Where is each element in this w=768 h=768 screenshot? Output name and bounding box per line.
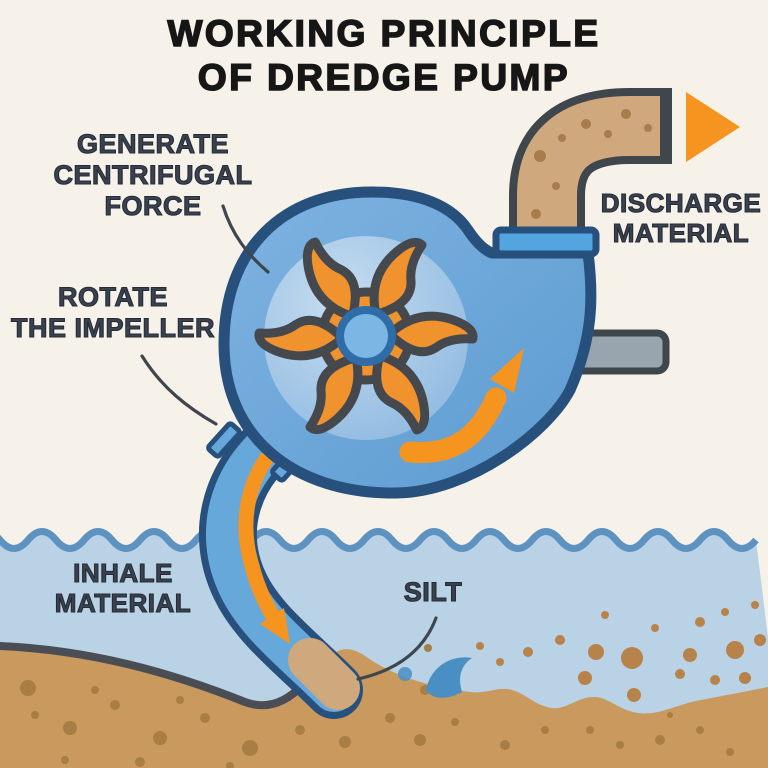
water-surface [0, 528, 759, 552]
discharge-pipe-silt-dots [531, 109, 652, 219]
leader-lines [140, 204, 438, 681]
suction-pipe-buried-tip [288, 638, 360, 710]
callout-line: SILT [403, 576, 463, 607]
discharge-flange [492, 226, 600, 258]
callout-line: INHALE [73, 557, 173, 588]
leader-rotate [140, 354, 218, 426]
callout-rotate-the-impeller: ROTATE THE IMPELLER [2, 281, 224, 344]
sand-dots [20, 644, 734, 768]
callout-silt: SILT [373, 576, 493, 608]
seabed-outline [0, 642, 318, 710]
internal-flow-arrow [399, 348, 524, 464]
callout-line: MATERIAL [54, 587, 192, 618]
callout-line: CENTRIFUGAL [53, 159, 253, 190]
callout-inhale-material: INHALE MATERIAL [22, 557, 224, 618]
title-line-1: WORKING PRINCIPLE [167, 12, 601, 55]
seabed [0, 601, 768, 768]
callout-line: FORCE [104, 190, 202, 221]
callout-line: MATERIAL [612, 217, 750, 248]
suction-flow-arrow [238, 430, 292, 630]
title-line-2: OF DREDGE PUMP [197, 56, 571, 99]
callout-generate-centrifugal-force: GENERATE CENTRIFUGAL FORCE [33, 128, 273, 222]
callout-line: ROTATE [57, 281, 168, 312]
callout-discharge-material: DISCHARGE MATERIAL [583, 187, 768, 248]
impeller [254, 237, 478, 435]
inlet-flange-nub [206, 421, 242, 459]
page-title: WORKING PRINCIPLE OF DREDGE PUMP [0, 12, 768, 100]
silt-splash [398, 657, 472, 698]
silt-particles [476, 601, 766, 702]
leader-generate [221, 204, 270, 274]
callout-line: THE IMPELLER [10, 312, 215, 343]
callout-line: GENERATE [76, 128, 229, 159]
leader-silt [356, 616, 438, 681]
callout-line: DISCHARGE [600, 187, 762, 218]
discharge-arrow [686, 92, 740, 162]
discharge-pipe [509, 87, 740, 240]
suction-pipe [199, 401, 363, 719]
